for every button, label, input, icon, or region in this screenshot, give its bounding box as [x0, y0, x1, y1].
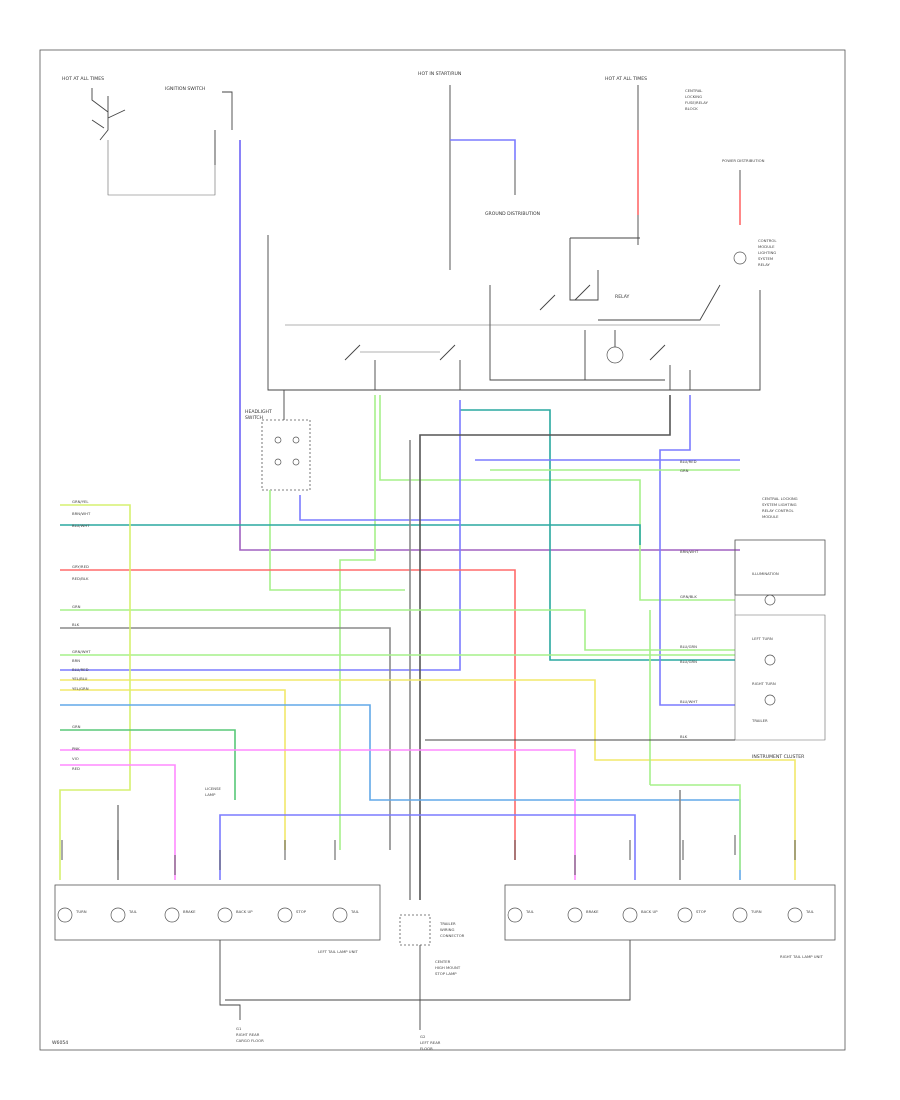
- ground-right-label-3: FLOOR: [420, 1046, 433, 1051]
- right-lamp-label: STOP: [696, 909, 707, 914]
- junction-connector-label-2: WIRING: [440, 927, 454, 932]
- central-locking-label-4: MODULE: [762, 514, 779, 519]
- center-high-mount-label-3: STOP LAMP: [435, 971, 457, 976]
- trailer-junction: TRAILER WIRING CONNECTOR CENTER HIGH MOU…: [399, 914, 465, 1051]
- wire-label-left: YEL/GRN: [72, 686, 89, 691]
- instrument-cluster-label: INSTRUMENT CLUSTER: [752, 754, 805, 760]
- center-high-mount-label-2: HIGH MOUNT: [435, 965, 461, 970]
- right-wire-label: GRN/BLK: [680, 594, 697, 599]
- cluster-bulb-label: LEFT TURN: [752, 636, 773, 641]
- top-left-fuse-label: HOT AT ALL TIMES: [62, 76, 104, 82]
- license-lamp-label-1: LICENSE: [205, 786, 222, 791]
- fuse-note-1: CENTRAL: [685, 88, 703, 93]
- connector-stubs: [61, 835, 796, 875]
- right-lamp-label: TURN: [750, 909, 762, 914]
- module-note-2: MODULE: [758, 244, 775, 249]
- wire-label-left: GRN: [72, 604, 81, 609]
- left-lamp-label: BACK UP: [236, 909, 253, 914]
- right-wire-label: BLK: [680, 734, 688, 739]
- right-lamp-label: BRAKE: [586, 909, 599, 914]
- right-lamp-label: BACK UP: [641, 909, 658, 914]
- left-wire-labels: GRN/YEL BRN/WHT BLU/WHT GRY/RED RED/BLK …: [72, 499, 91, 771]
- wire-label-left: BLK: [72, 622, 80, 627]
- ground-left-label-3: CARGO FLOOR: [236, 1038, 264, 1043]
- wire-label-left: GRN: [72, 724, 81, 729]
- headlight-switch: HEADLIGHT SWITCH: [245, 390, 311, 491]
- fuse-note-3: FUSE/RELAY: [685, 100, 709, 105]
- cluster-bulb-label: ILLUMINATION: [752, 571, 779, 576]
- ground-right-label-2: LEFT REAR: [420, 1040, 441, 1045]
- right-wire-label: GRN: [680, 468, 689, 473]
- diagram-frame: [39, 49, 846, 1051]
- central-locking-label-2: SYSTEM LIGHTING: [762, 502, 797, 507]
- ignition-switch-area: HOT AT ALL TIMES IGNITION SWITCH: [62, 76, 233, 196]
- harness-wires: [59, 140, 796, 900]
- fuse-note-2: LOCKING: [685, 94, 702, 99]
- right-wire-label: BLU/GRN: [680, 659, 697, 664]
- right-tail-lamp-unit: TAIL BRAKE BACK UP STOP TURN TAIL RIGHT …: [504, 884, 836, 959]
- relay-label: RELAY: [615, 294, 630, 300]
- wire-label-left: VIO: [72, 756, 79, 761]
- left-tail-lamp-unit: LICENSE LAMP TURN TAIL BRAKE BACK UP STO…: [54, 786, 631, 1043]
- top-mid-fuse-label: HOT IN START/RUN: [418, 71, 461, 77]
- ground-distribution-label: GROUND DISTRIBUTION: [485, 211, 540, 217]
- central-locking-label-1: CENTRAL LOCKING: [762, 496, 798, 501]
- module-note-4: SYSTEM: [758, 256, 773, 261]
- lighting-relay-module: RELAY: [267, 235, 761, 391]
- junction-connector-label-3: CONNECTOR: [440, 933, 465, 938]
- right-wire-label: BLU/GRN: [680, 644, 697, 649]
- left-lamp-label: BRAKE: [183, 909, 196, 914]
- right-lamp-label: TAIL: [525, 909, 535, 914]
- wire-label-left: GRN/YEL: [72, 499, 89, 504]
- wire-label-left: RED/BLK: [72, 576, 89, 581]
- wire-label-left: YEL/BLU: [72, 676, 88, 681]
- left-lamp-label: TAIL: [128, 909, 138, 914]
- cluster-bulb-label: TRAILER: [751, 718, 768, 723]
- module-note-1: CONTROL: [758, 238, 777, 243]
- left-lamp-label: STOP: [296, 909, 307, 914]
- right-wire-label: BLU/WHT: [680, 699, 698, 704]
- junction-connector-label-1: TRAILER: [439, 921, 456, 926]
- right-wire-label: BLU/RED: [680, 459, 697, 464]
- wire-label-left: BLU/RED: [72, 667, 89, 672]
- wire-label-left: GRY/RED: [72, 564, 89, 569]
- power-source-label: POWER DISTRIBUTION: [722, 158, 765, 163]
- left-tail-lamp-unit-label: LEFT TAIL LAMP UNIT: [318, 949, 359, 954]
- central-locking-label-3: RELAY CONTROL: [762, 508, 794, 513]
- top-right-fuse-label: HOT AT ALL TIMES: [605, 76, 647, 82]
- headlight-switch-label-2: SWITCH: [245, 415, 263, 421]
- module-note-5: RELAY: [758, 262, 771, 267]
- ignition-switch-label: IGNITION SWITCH: [165, 86, 205, 92]
- ground-left-label-2: RIGHT REAR: [236, 1032, 260, 1037]
- left-lamp-label: TAIL: [350, 909, 360, 914]
- start-run-fuse-area: HOT IN START/RUN GROUND DISTRIBUTION: [418, 71, 540, 270]
- right-lamp-label: TAIL: [805, 909, 815, 914]
- right-tail-lamp-unit-label: RIGHT TAIL LAMP UNIT: [780, 954, 823, 959]
- headlight-switch-label-1: HEADLIGHT: [245, 409, 272, 415]
- license-lamp-label-2: LAMP: [205, 792, 216, 797]
- always-hot-fuse-area: HOT AT ALL TIMES CENTRAL LOCKING FUSE/RE…: [605, 76, 777, 267]
- wire-label-left: BRN: [72, 658, 80, 663]
- diagram-code: W6054: [52, 1040, 68, 1046]
- cluster-bulb-label: RIGHT TURN: [752, 681, 776, 686]
- right-wire-label: BRN/WHT: [680, 549, 699, 554]
- central-locking-module: CENTRAL LOCKING SYSTEM LIGHTING RELAY CO…: [425, 459, 826, 760]
- module-note-3: LIGHTING: [758, 250, 776, 255]
- wire-label-left: GRN/WHT: [72, 649, 91, 654]
- left-lamp-label: TURN: [75, 909, 87, 914]
- wire-label-left: BLU/WHT: [72, 523, 90, 528]
- ground-left-label-1: G1: [236, 1026, 242, 1031]
- wire-label-left: RED: [72, 766, 80, 771]
- wire-label-left: BRN/WHT: [72, 511, 91, 516]
- center-high-mount-label-1: CENTER: [435, 959, 451, 964]
- wire-label-left: PNK: [72, 746, 80, 751]
- ground-right-label-1: G2: [420, 1034, 426, 1039]
- fuse-note-4: BLOCK: [685, 106, 698, 111]
